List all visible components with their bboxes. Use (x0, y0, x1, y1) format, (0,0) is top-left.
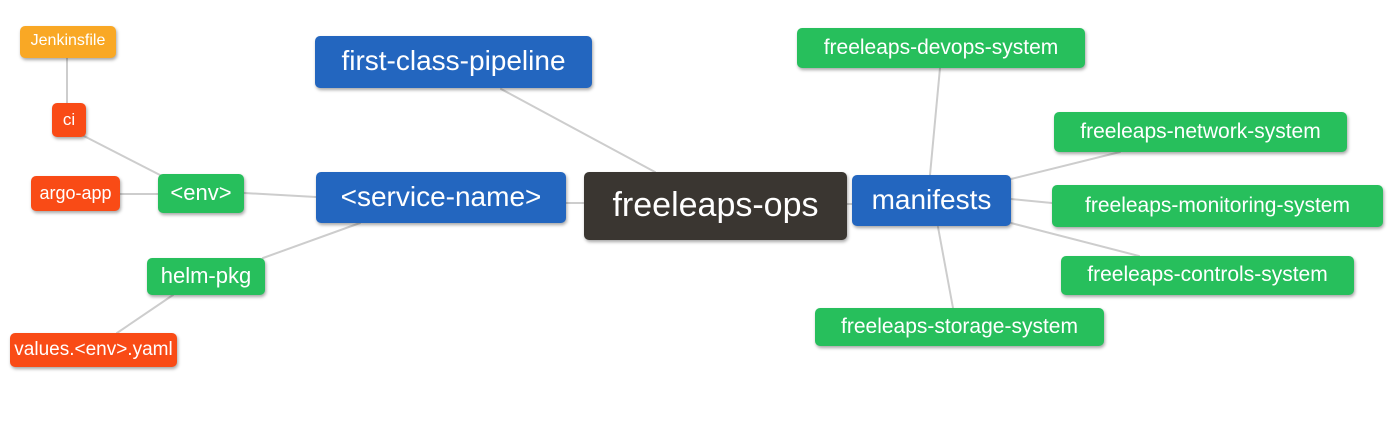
edge-ci-to-env (79, 133, 161, 176)
node-service-name[interactable]: <service-name> (316, 172, 566, 223)
node-ci[interactable]: ci (52, 103, 86, 137)
node-freeleaps-network-system[interactable]: freeleaps-network-system (1054, 112, 1347, 152)
node-manifests[interactable]: manifests (852, 175, 1011, 226)
node-freeleaps-ops-root[interactable]: freeleaps-ops (584, 172, 847, 240)
edge-manifests-to-freeleaps-storage-system (937, 226, 954, 309)
node-argo-app[interactable]: argo-app (31, 176, 120, 211)
node-helm-pkg[interactable]: helm-pkg (147, 258, 265, 295)
edge-env-to-service-name (243, 192, 317, 198)
edge-manifests-to-freeleaps-controls-system (1010, 222, 1140, 257)
node-freeleaps-controls-system[interactable]: freeleaps-controls-system (1061, 256, 1354, 295)
node-env[interactable]: <env> (158, 174, 244, 213)
edge-manifests-to-freeleaps-monitoring-system (1010, 198, 1053, 204)
node-jenkinsfile[interactable]: Jenkinsfile (20, 26, 116, 58)
edge-first-class-pipeline-to-freeleaps-ops (500, 88, 656, 173)
node-first-class-pipeline[interactable]: first-class-pipeline (315, 36, 592, 88)
node-freeleaps-monitoring-system[interactable]: freeleaps-monitoring-system (1052, 185, 1383, 227)
edge-helm-pkg-to-values-env-yaml (116, 294, 174, 334)
edge-manifests-to-freeleaps-network-system (1010, 151, 1121, 180)
node-values-env-yaml[interactable]: values.<env>.yaml (10, 333, 177, 367)
edge-service-name-to-helm-pkg (262, 222, 361, 259)
edge-manifests-to-freeleaps-devops-system (929, 67, 941, 176)
node-freeleaps-devops-system[interactable]: freeleaps-devops-system (797, 28, 1085, 68)
node-freeleaps-storage-system[interactable]: freeleaps-storage-system (815, 308, 1104, 346)
